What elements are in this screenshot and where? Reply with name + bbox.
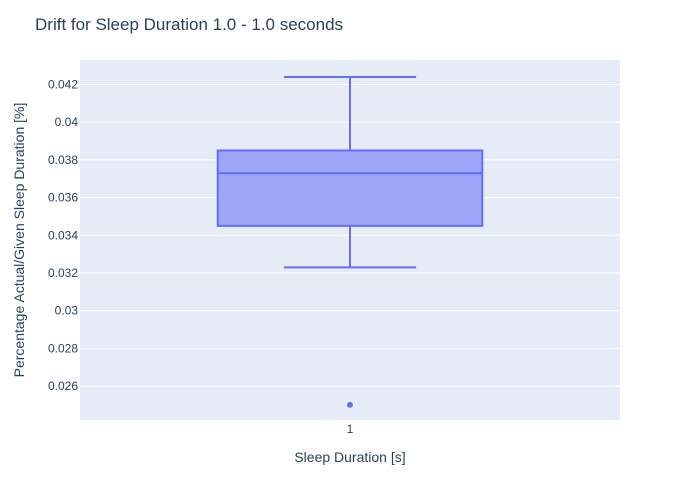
y-tick-label: 0.04 [55,115,79,129]
y-tick-label: 0.038 [48,153,78,167]
y-tick-label: 0.028 [48,341,78,355]
y-tick-label: 0.036 [48,191,78,205]
x-axis-title: Sleep Duration [s] [294,449,405,465]
iqr-box [216,149,484,227]
box-layer [216,75,484,408]
y-tick-label: 0.03 [55,304,79,318]
box-trace [216,75,484,408]
chart-title: Drift for Sleep Duration 1.0 - 1.0 secon… [35,15,343,34]
y-axis-title: Percentage Actual/Given Sleep Duration [… [11,103,27,378]
x-tick-labels: 1 [347,422,354,436]
x-tick-label: 1 [347,422,354,436]
outlier-point [347,401,353,408]
y-tick-label: 0.034 [48,228,78,242]
y-tick-label: 0.042 [48,78,78,92]
y-tick-labels: 0.026 0.028 0.03 0.032 0.034 0.036 0.038 0.04 0.… [48,78,78,394]
y-tick-label: 0.032 [48,266,78,280]
y-tick-label: 0.026 [48,379,78,393]
